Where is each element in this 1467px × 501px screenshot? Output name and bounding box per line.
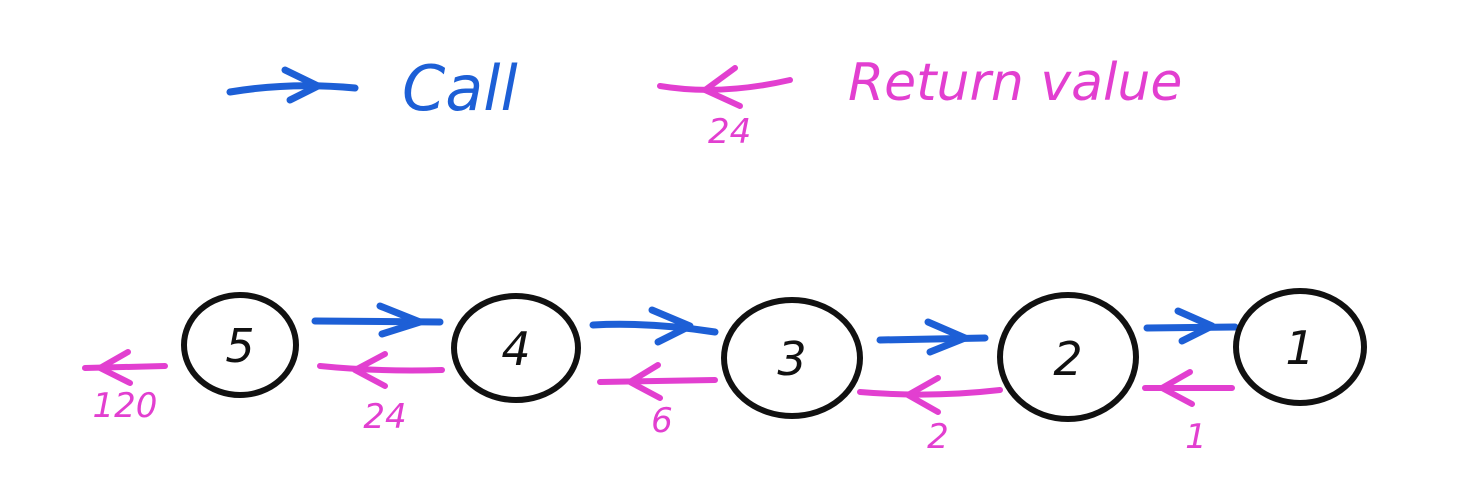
node-4-label: 4 xyxy=(501,322,530,376)
node-1: 1 xyxy=(1233,288,1367,406)
return-arrows xyxy=(82,349,1235,415)
return-value-120: 120 xyxy=(93,386,158,426)
node-3: 3 xyxy=(721,297,863,419)
node-2-label: 2 xyxy=(1053,332,1082,386)
call-arrow-3-to-2 xyxy=(876,318,989,356)
node-1-label: 1 xyxy=(1285,321,1314,375)
node-4: 4 xyxy=(451,293,581,403)
node-3-label: 3 xyxy=(777,332,806,386)
call-arrow-2-to-1 xyxy=(1143,307,1239,345)
return-value-6: 6 xyxy=(651,401,673,441)
legend: Call 24 Return value xyxy=(226,52,1182,152)
return-arrow-out-of-5 xyxy=(82,349,168,386)
return-value-1: 1 xyxy=(1185,417,1207,457)
nodes: 5 4 3 2 1 xyxy=(181,288,1367,422)
return-arrow-3-to-4 xyxy=(597,362,718,401)
legend-return-label: Return value xyxy=(848,53,1182,113)
legend-return-arrow-icon xyxy=(657,65,793,109)
call-arrows xyxy=(311,302,1239,356)
call-arrow-5-to-4 xyxy=(311,302,444,338)
node-5-label: 5 xyxy=(225,319,254,373)
call-arrow-4-to-3 xyxy=(589,306,719,346)
legend-return-example-value: 24 xyxy=(708,112,751,152)
node-5: 5 xyxy=(181,292,299,398)
return-values: 120 24 6 2 1 xyxy=(93,386,1207,457)
return-value-2: 2 xyxy=(927,417,949,457)
node-2: 2 xyxy=(997,292,1139,422)
return-value-24: 24 xyxy=(363,397,406,437)
legend-call-arrow-icon xyxy=(226,66,359,104)
return-arrow-4-to-5 xyxy=(317,351,445,389)
legend-call-label: Call xyxy=(402,52,518,125)
return-arrow-2-to-3 xyxy=(857,375,1003,415)
return-arrow-1-to-2 xyxy=(1142,369,1235,407)
